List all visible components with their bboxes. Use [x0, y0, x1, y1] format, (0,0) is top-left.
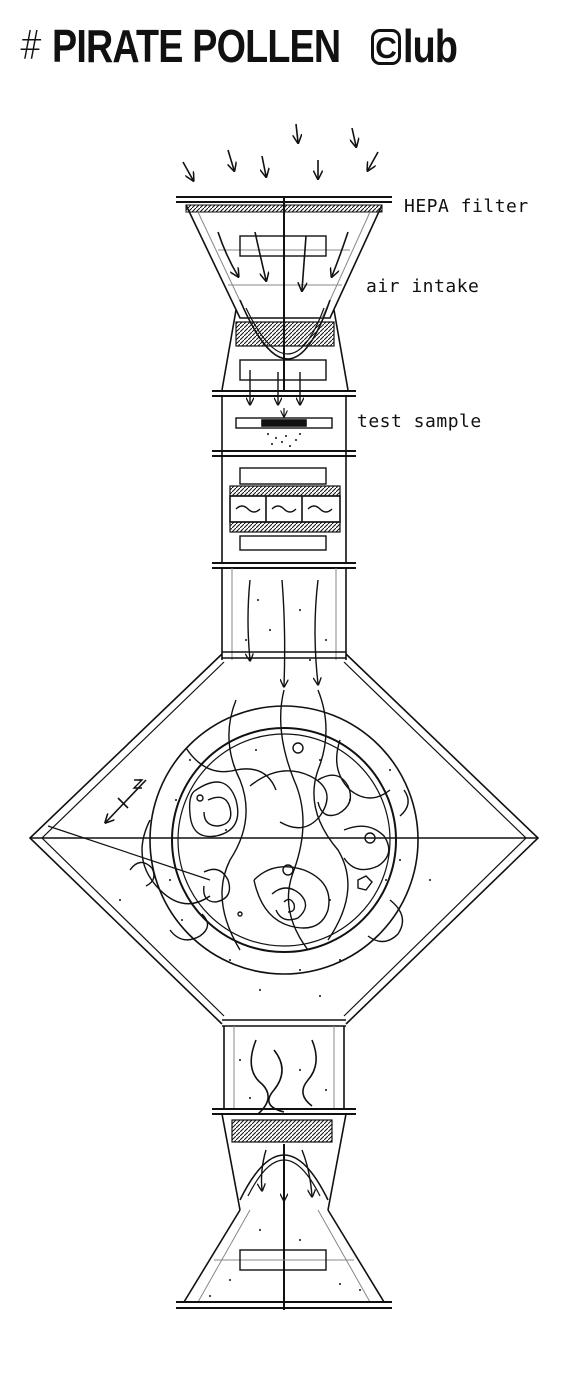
hash-mark: #	[18, 23, 44, 69]
sample-particles	[267, 433, 301, 447]
air-arrow	[296, 123, 298, 142]
air-arrow	[228, 149, 234, 170]
pollen-swirls	[129, 689, 409, 951]
upper-joint	[212, 299, 356, 397]
brand-c-logo: C	[371, 29, 402, 65]
funnel-air-arrows	[217, 231, 349, 290]
top-funnel	[185, 198, 383, 392]
bottom-funnel	[176, 1209, 392, 1309]
fan-chamber	[212, 467, 356, 569]
air-arrow	[368, 151, 379, 170]
lower-neck	[212, 1019, 356, 1115]
brand-title: PIRATE POLLEN	[51, 20, 341, 72]
air-arrow	[182, 161, 193, 180]
incoming-air-arrows	[182, 123, 379, 180]
joint-arrows	[250, 370, 300, 404]
axis-marker	[106, 779, 147, 822]
label-hepa-filter: HEPA filter	[404, 196, 529, 217]
air-arrow	[262, 155, 266, 176]
neck-arrows	[248, 579, 318, 686]
brand-title-suffix: lub	[403, 20, 458, 72]
test-sample-chamber	[212, 396, 356, 564]
brand-header: # PIRATE POLLEN C lub	[14, 18, 469, 74]
mixing-chamber	[28, 653, 540, 1025]
label-air-intake: air intake	[366, 276, 480, 297]
pollen-particles	[119, 599, 431, 1297]
bottom-arrows	[262, 1149, 313, 1200]
label-test-sample: test sample	[357, 411, 482, 432]
bottom-filter-joint	[221, 1113, 347, 1310]
air-arrow	[352, 127, 356, 146]
